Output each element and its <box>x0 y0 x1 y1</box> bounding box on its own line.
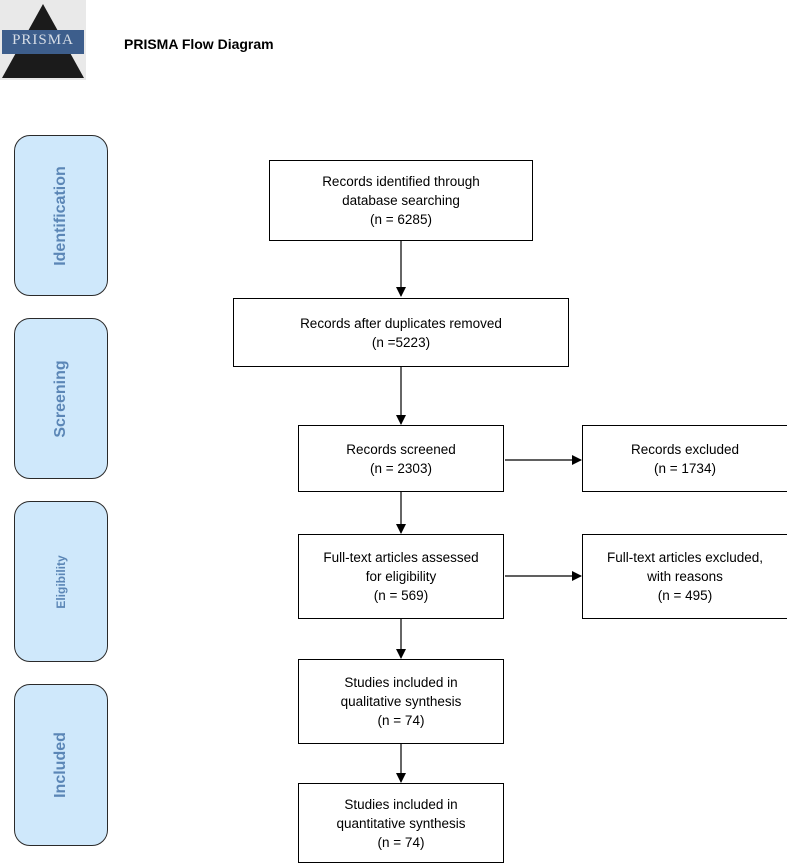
phase-eligibility: Eligibility <box>14 501 108 662</box>
box-qualitative-line1: Studies included in <box>344 675 458 690</box>
box-qualitative-synthesis: Studies included in qualitative synthesi… <box>298 659 504 744</box>
prisma-logo-graphic <box>0 0 86 80</box>
box-quantitative-line2: quantitative synthesis <box>336 815 466 831</box>
phase-included: Included <box>14 684 108 846</box>
box-duplicates-removed: Records after duplicates removed (n =522… <box>233 298 569 367</box>
box-qualitative-count: (n = 74) <box>377 713 425 728</box>
box-duplicates-removed-count: (n =5223) <box>371 334 431 350</box>
box-fulltext-excluded-line1: Full-text articles excluded, <box>606 550 764 565</box>
phase-screening: Screening <box>14 318 108 479</box>
page-title: PRISMA Flow Diagram <box>124 36 274 52</box>
box-fulltext-excluded: Full-text articles excluded, with reason… <box>582 534 787 619</box>
box-fulltext-assessed-count: (n = 569) <box>373 588 429 603</box>
box-records-identified-line1: Records identified through <box>322 174 480 189</box>
box-quantitative-line1: Studies included in <box>344 796 458 812</box>
box-records-screened-count: (n = 2303) <box>370 460 432 476</box>
box-records-screened-line1: Records screened <box>346 441 456 457</box>
box-fulltext-assessed-line2: for eligibility <box>365 569 437 584</box>
box-records-excluded: Records excluded (n = 1734) <box>582 425 787 492</box>
box-records-identified: Records identified through database sear… <box>269 160 533 241</box>
box-records-excluded-count: (n = 1734) <box>654 460 716 476</box>
phase-identification: Identification <box>14 135 108 296</box>
box-duplicates-removed-line1: Records after duplicates removed <box>300 315 502 331</box>
box-records-excluded-line1: Records excluded <box>630 441 740 457</box>
box-quantitative-count: (n = 74) <box>377 834 425 850</box>
box-fulltext-assessed: Full-text articles assessed for eligibil… <box>298 534 504 619</box>
box-records-identified-line2: database searching <box>342 193 460 208</box>
box-records-identified-count: (n = 6285) <box>370 212 432 227</box>
box-records-screened: Records screened (n = 2303) <box>298 425 504 492</box>
box-fulltext-assessed-line1: Full-text articles assessed <box>323 550 479 565</box>
box-quantitative-synthesis: Studies included in quantitative synthes… <box>298 783 504 863</box>
box-fulltext-excluded-line2: with reasons <box>647 569 723 584</box>
box-qualitative-line2: qualitative synthesis <box>340 694 462 709</box>
box-fulltext-excluded-count: (n = 495) <box>657 588 713 603</box>
